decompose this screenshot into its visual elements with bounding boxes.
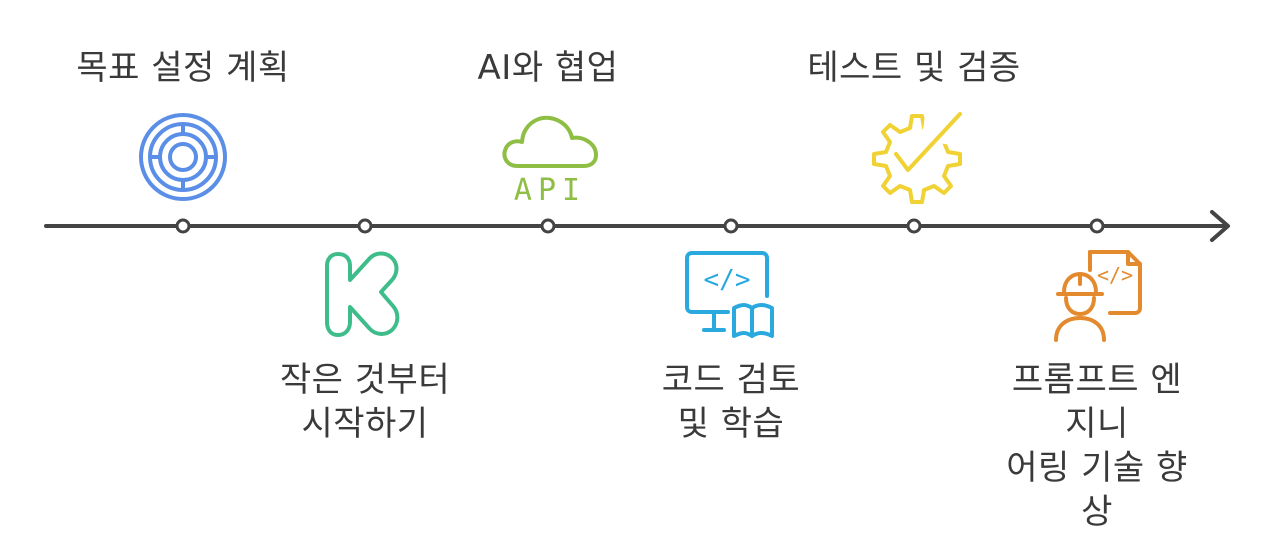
kickstarter-icon bbox=[325, 251, 400, 337]
timeline-arrow-icon bbox=[1210, 210, 1230, 242]
milestone-label-3: AI와 협업 bbox=[477, 48, 619, 88]
milestone-label-5: 테스트 및 검증 bbox=[807, 48, 1021, 88]
milestone-label-2: 작은 것부터 시작하기 bbox=[279, 360, 451, 444]
engineer-code-icon: </> bbox=[1054, 250, 1142, 342]
target-icon bbox=[139, 113, 227, 201]
timeline-dot-2 bbox=[357, 218, 373, 234]
milestone-label-1: 목표 설정 계획 bbox=[76, 48, 290, 88]
timeline-dot-1 bbox=[175, 218, 191, 234]
code-icon-text: </> bbox=[704, 265, 751, 295]
cloud-api-icon: API bbox=[502, 115, 598, 208]
engineer-code-text: </> bbox=[1097, 263, 1133, 287]
timeline-dot-4 bbox=[723, 218, 739, 234]
cloud-api-text: API bbox=[514, 173, 586, 208]
timeline-dot-6 bbox=[1089, 218, 1105, 234]
code-book-icon: </> bbox=[685, 251, 774, 338]
gear-check-icon bbox=[872, 108, 966, 204]
timeline-axis bbox=[44, 210, 1230, 242]
milestone-label-6: 프롬프트 엔지니 어링 기술 향상 bbox=[1006, 360, 1188, 532]
timeline-dot-5 bbox=[906, 218, 922, 234]
timeline-diagram: 목표 설정 계획 작은 것부터 시작하기 AI와 협업 코드 검토 및 학습 테… bbox=[44, 48, 1230, 532]
milestone-label-4: 코드 검토 및 학습 bbox=[661, 360, 801, 444]
timeline-dot-3 bbox=[540, 218, 556, 234]
